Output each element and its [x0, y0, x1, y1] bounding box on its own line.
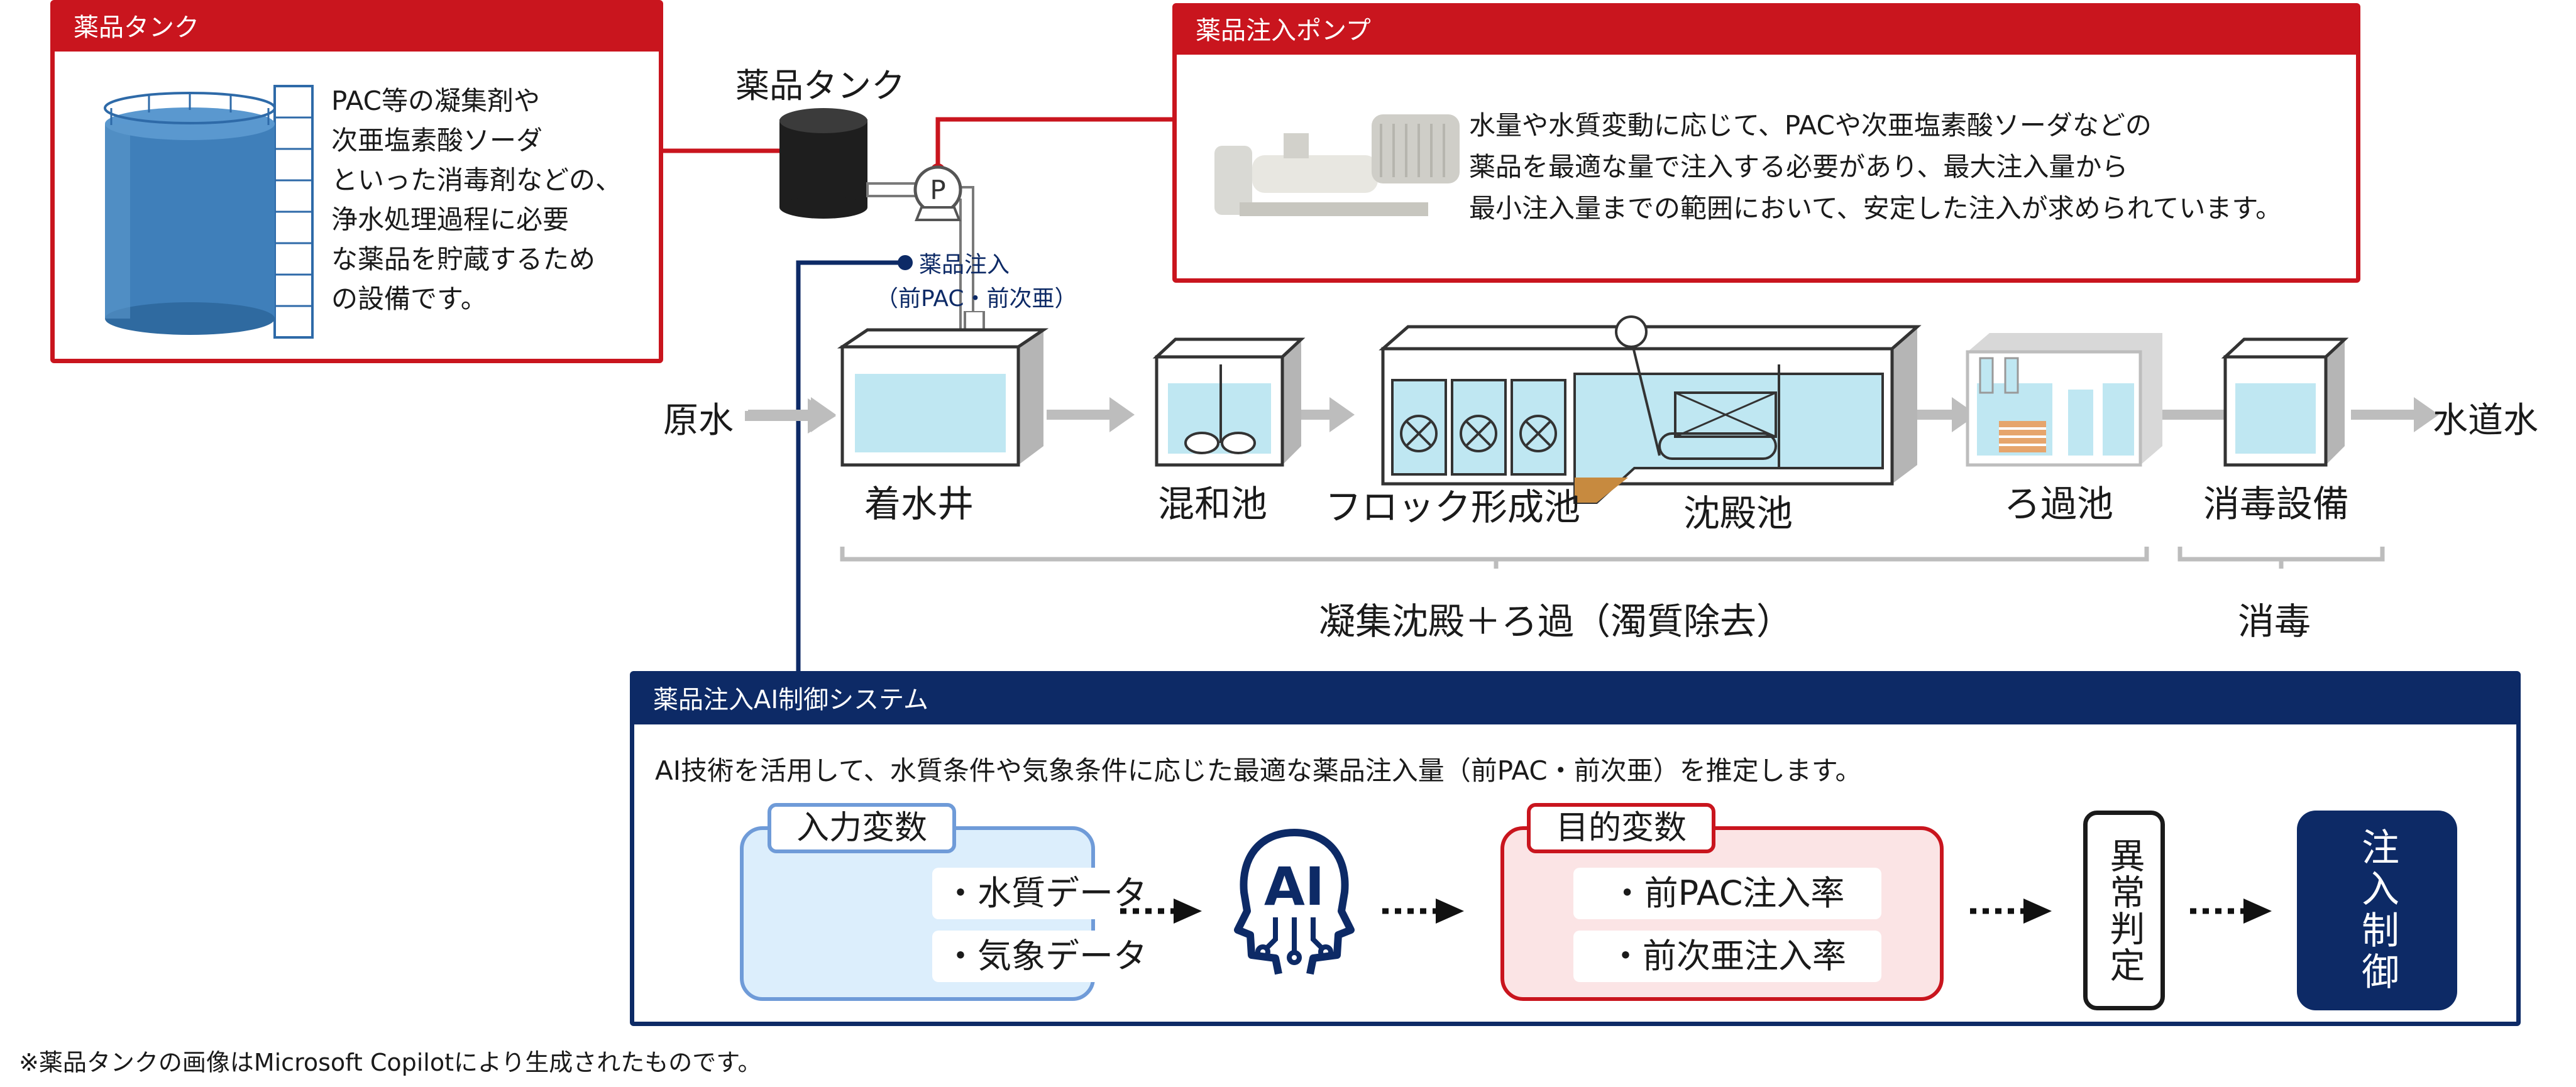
tank-info-text: PAC等の凝集剤や 次亜塩素酸ソーダ といった消毒剤などの、 浄水処理過程に必要… [331, 81, 622, 319]
dotted-arrow [1120, 899, 1202, 924]
flow-arrow [2351, 397, 2439, 432]
mixing-tank-illustration [1152, 337, 1306, 467]
pump-text-line: 最小注入量までの範囲において、安定した注入が求められています。 [1469, 193, 2282, 224]
ai-link-dot [898, 255, 913, 270]
receiving-well-illustration [837, 328, 1049, 467]
flow-arrow [1047, 397, 1135, 432]
input-variables-box: ・水質データ ・気象データ [740, 826, 1159, 1001]
ai-system-title: 薬品注入AI制御システム [634, 675, 2516, 724]
raw-water-arrow [745, 398, 836, 434]
dotted-arrow [1970, 899, 2052, 924]
group-bracket-disinfection [2177, 547, 2385, 562]
ai-system-box: 薬品注入AI制御システム AI技術を活用して、水質条件や気象条件に応じた最適な薬… [630, 671, 2521, 1026]
ai-head-label: AI [1264, 856, 1324, 917]
anomaly-judgment-label: 異常判定 [2104, 838, 2145, 983]
flocculation-sedimentation-illustration [1379, 315, 1922, 504]
ai-head-icon: AI [1234, 829, 1355, 975]
stage-label-receiving-well: 着水井 [864, 483, 974, 525]
tank-illustration [104, 85, 314, 339]
pump-info-text: 水量や水質変動に応じて、PACや次亜塩素酸ソーダなどの 薬品を最適な量で注入する… [1469, 105, 2282, 229]
input-variables-title: 入力変数 [768, 803, 956, 853]
group-label-treatment: 凝集沈殿＋ろ過（濁質除去） [1319, 600, 1793, 643]
chemical-tank-label: 薬品タンク [735, 66, 905, 106]
filtration-tank-illustration [1966, 333, 2162, 467]
pump-symbol: P [930, 175, 945, 205]
disinfection-tank-illustration [2221, 337, 2349, 467]
target-variables-title: 目的変数 [1527, 803, 1715, 853]
dotted-arrow [2190, 899, 2272, 924]
pump-info-title: 薬品注入ポンプ [1177, 8, 2356, 55]
injection-label-sub: （前PAC・前次亜） [876, 286, 1077, 312]
tank-info-box: 薬品タンク PAC等の凝集剤や 次亜塩素酸ソーダ といった消毒剤などの、 浄水処… [50, 0, 663, 363]
tank-text-line: 浄水処理過程に必要 [331, 204, 570, 235]
stage-label-filtration: ろ過池 [2004, 483, 2114, 525]
tank-text-line: PAC等の凝集剤や [331, 85, 540, 116]
input-variable-water-quality: ・水質データ [932, 868, 1159, 919]
footnote: ※薬品タンクの画像はMicrosoft Copilotにより生成されたものです。 [19, 1049, 762, 1076]
group-label-disinfection: 消毒 [2238, 600, 2311, 643]
tank-text-line: といった消毒剤などの、 [331, 165, 622, 195]
injection-control-label: 注入制御 [2355, 828, 2399, 993]
tank-text-line: の設備です。 [331, 283, 487, 314]
input-variable-weather: ・気象データ [932, 931, 1159, 982]
pump-illustration [1214, 114, 1460, 216]
tank-text-line: 次亜塩素酸ソーダ [331, 125, 543, 156]
tap-water-label: 水道水 [2433, 400, 2538, 441]
injection-label: 薬品注入 [919, 252, 1010, 278]
tank-pump-assembly: P [779, 108, 974, 331]
target-variable-pac: ・前PAC注入率 [1573, 868, 1881, 919]
group-bracket-treatment [840, 547, 2149, 562]
stage-label-mixing-tank: 混和池 [1158, 483, 1268, 525]
stage-label-disinfection: 消毒設備 [2203, 483, 2350, 525]
stage-label-sedimentation: 沈殿池 [1683, 492, 1793, 535]
pump-info-box: 薬品注入ポンプ 水量や水質変動に応じて、PACや次亜塩素酸ソーダなどの 薬品を最… [1172, 3, 2360, 283]
pump-text-line: 水量や水質変動に応じて、PACや次亜塩素酸ソーダなどの [1469, 110, 2152, 141]
target-variable-hypochlorite: ・前次亜注入率 [1573, 931, 1881, 982]
pump-text-line: 薬品を最適な量で注入する必要があり、最大注入量から [1469, 151, 2128, 182]
tank-info-title: 薬品タンク [55, 4, 659, 52]
anomaly-judgment-box: 異常判定 [2083, 811, 2165, 1010]
ai-system-description: AI技術を活用して、水質条件や気象条件に応じた最適な薬品注入量（前PAC・前次亜… [655, 755, 1862, 786]
tank-text-line: な薬品を貯蔵するため [331, 244, 596, 275]
pump-link-line [935, 117, 1172, 175]
raw-water-label: 原水 [663, 400, 734, 441]
target-variables-box: ・前PAC注入率 ・前次亜注入率 [1500, 826, 1944, 1001]
injection-control-box: 注入制御 [2297, 811, 2457, 1010]
dotted-arrow [1382, 899, 1464, 924]
stage-label-flocculation: フロック形成池 [1325, 486, 1581, 528]
ai-link-line [796, 260, 905, 671]
